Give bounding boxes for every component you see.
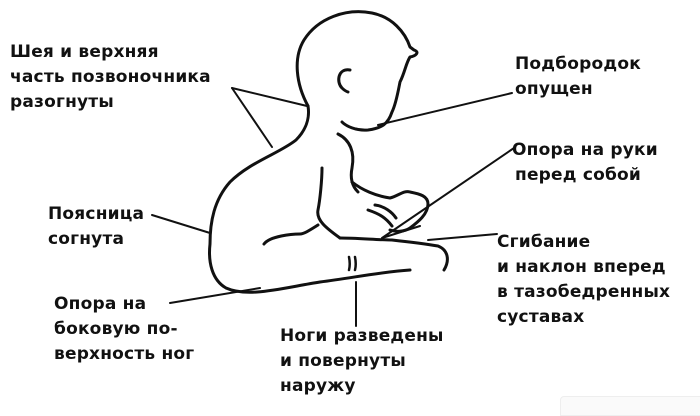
- infant-arm-hand: [316, 166, 430, 240]
- infant-back-outline: [208, 104, 412, 294]
- leader-neck: [231, 87, 308, 107]
- label-hands-support: Опора на руки перед собой: [512, 138, 658, 188]
- label-line: разогнуты: [10, 92, 114, 112]
- label-line: боковую по-: [54, 319, 178, 339]
- leader-hip-flexion: [427, 233, 498, 241]
- label-line: и наклон вперед: [497, 257, 666, 277]
- label-legs-side-support: Опора на боковую по- верхность ног: [54, 292, 194, 367]
- infant-ear: [337, 68, 352, 94]
- label-line: Ноги разведены: [280, 326, 444, 346]
- label-line: Поясница: [48, 204, 145, 224]
- label-line: часть позвоночника: [10, 67, 211, 87]
- label-legs-apart-turned-out: Ноги разведены и повернуты наружу: [280, 324, 444, 399]
- label-line: верхность ног: [54, 344, 195, 364]
- leader-lines: [151, 87, 515, 327]
- label-line: в тазобедренных: [497, 282, 671, 302]
- label-hip-flexion: Сгибание и наклон вперед в тазобедренных…: [497, 230, 670, 330]
- label-line: согнута: [48, 229, 125, 249]
- leader-lower-back: [151, 214, 211, 234]
- label-line: Опора на руки: [512, 140, 658, 160]
- infant-knee-marks: [347, 255, 357, 272]
- infant-head-outline: [295, 10, 419, 132]
- label-line: и повернуты: [280, 351, 406, 371]
- label-line: Сгибание: [497, 232, 591, 252]
- label-line: суставах: [497, 307, 585, 327]
- label-chin-lowered: Подбородок опущен: [515, 52, 641, 102]
- label-line: наружу: [280, 376, 356, 396]
- label-lower-back-flexed: Поясница согнута: [48, 202, 144, 252]
- infant-inner-thigh: [262, 223, 449, 272]
- leader-hands: [381, 147, 515, 239]
- label-line: Шея и верхняя: [10, 42, 159, 62]
- leader-legs-side: [169, 287, 261, 304]
- leader-chin: [377, 92, 513, 126]
- label-line: перед собой: [515, 165, 642, 185]
- leader-upper-spine: [231, 87, 273, 148]
- faint-watermark-box: [560, 396, 700, 416]
- label-line: Опора на: [54, 294, 147, 314]
- label-line: опущен: [515, 79, 593, 99]
- infant-fingers: [366, 203, 398, 228]
- label-line: Подбородок: [515, 54, 641, 74]
- infant-front-torso: [336, 132, 360, 194]
- label-neck-spine-extended: Шея и верхняя часть позвоночника разогну…: [10, 40, 211, 115]
